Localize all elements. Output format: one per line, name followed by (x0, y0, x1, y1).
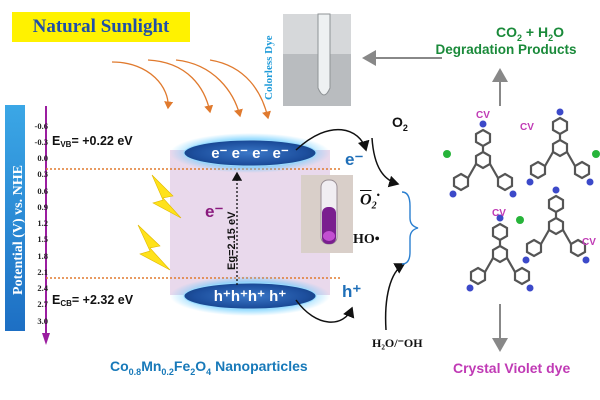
sunlight-rays (111, 59, 271, 120)
o2-reduction-arrow (371, 137, 400, 188)
superoxide-label: O2• (360, 190, 380, 212)
sunlight-banner (12, 12, 190, 42)
axis-tick-label: 1.5 (37, 234, 48, 244)
lightning-bolt-icon (151, 174, 182, 219)
axis-tick-label: 1.8 (37, 251, 48, 261)
axis-tick-label: 0.0 (37, 153, 48, 163)
radicals-bracket (401, 191, 419, 265)
electrons-label: e⁻ e⁻ e⁻ e⁻ (211, 145, 289, 162)
band-gap-label: Eg=2.15 eV (226, 211, 238, 270)
crystal-violet-label: Crystal Violet dye (453, 360, 571, 376)
cv-label: CV (520, 122, 534, 133)
axis-tick-label: 2.1 (37, 267, 48, 277)
axis-tick-label: -0.3 (34, 137, 48, 147)
cv-molecule (526, 108, 600, 186)
axis-tick-label: 2.4 (37, 283, 48, 293)
gap-electron-label: e⁻ (205, 202, 224, 221)
water-label: H₂O/⁻OH (372, 336, 423, 350)
cv-label: CV (492, 208, 506, 219)
vb-band (183, 282, 317, 310)
cv-label: CV (582, 237, 596, 248)
colorless-dye-photo (283, 13, 351, 106)
cb-band (183, 139, 317, 167)
oxygen-label: O2 (392, 114, 408, 133)
hole-transfer-arrow (295, 299, 355, 323)
electron-transfer-arrow (295, 128, 370, 152)
sunlight-label: Natural Sunlight (32, 16, 170, 37)
holes-label: h⁺h⁺h⁺ h⁺ (213, 288, 287, 305)
axis-arrowhead (42, 333, 50, 345)
axis-tick-label: 0.9 (37, 202, 48, 212)
electron-label: e⁻ (345, 150, 364, 169)
axis-bar (5, 105, 25, 331)
cb-energy-label: ECB= +2.32 eV (52, 293, 134, 308)
axis-tick-label: -0.6 (34, 121, 48, 131)
cv-molecule (516, 186, 590, 264)
axis-tick-label: 1.2 (37, 218, 48, 228)
axis-tick-label: 0.3 (37, 169, 48, 179)
lightning-bolt-icon (137, 224, 171, 271)
purple-dye-photo (301, 175, 353, 253)
cv-molecule (443, 120, 517, 198)
hole-label: h⁺ (342, 282, 362, 301)
vb-energy-label: EVB= +0.22 eV (52, 134, 133, 149)
axis-tick-label: 3.0 (37, 316, 48, 326)
water-oxidation-arrow (384, 263, 406, 331)
hydroxyl-label: HO• (353, 232, 380, 247)
cv-molecules (443, 108, 600, 292)
cv-molecule (466, 214, 534, 292)
colorless-dye-label: Colorless Dye (263, 35, 275, 100)
axis-tick-label: 0.6 (37, 186, 48, 196)
products-label: Degradation Products (435, 42, 577, 57)
cv-label: CV (476, 110, 490, 121)
axis-tick-label: 2.7 (37, 299, 48, 309)
products-formula: CO2 + H2O (496, 24, 564, 43)
nanoparticle-label: Co0.8Mn0.2Fe2O4 Nanoparticles (110, 358, 308, 377)
